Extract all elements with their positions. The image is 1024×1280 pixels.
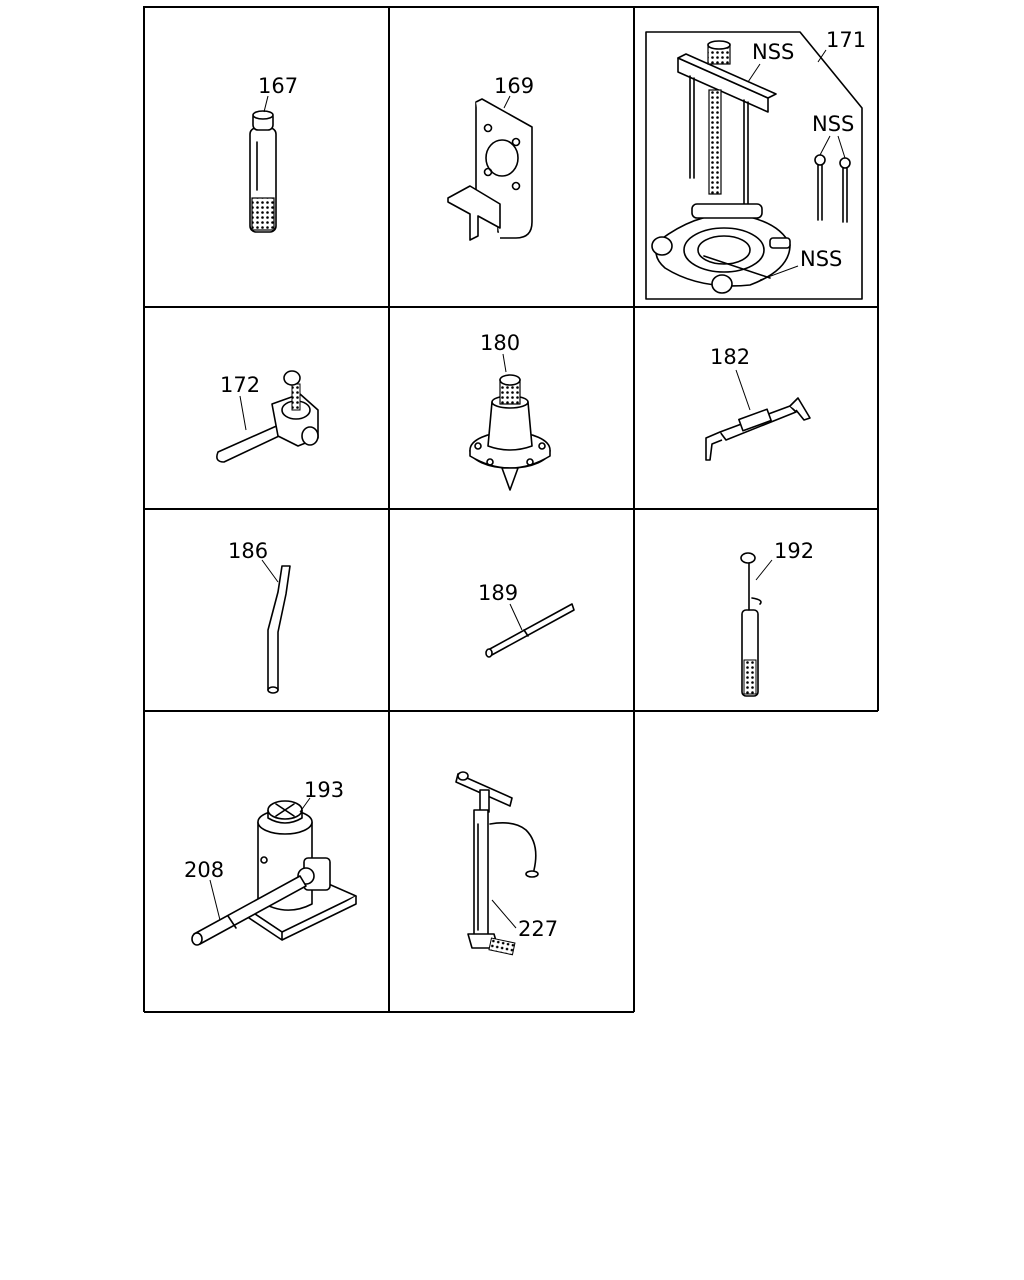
cell-167: 167 — [249, 74, 298, 233]
cell-180: 180 — [469, 331, 551, 491]
part-193-jack — [245, 800, 357, 941]
callout-192: 192 — [774, 539, 814, 563]
part-171-puller-bar — [677, 40, 777, 209]
part-189-rod — [485, 603, 575, 658]
cell-193-208: 193 208 — [184, 778, 357, 946]
part-182-plate — [705, 397, 811, 461]
leader-186 — [261, 559, 279, 583]
part-171-bolts — [814, 135, 851, 223]
part-186-bent-tool — [267, 565, 291, 694]
cell-172: 172 — [216, 370, 319, 463]
callout-171-nss-c: NSS — [800, 247, 842, 271]
part-167-driver — [249, 110, 277, 233]
cell-186: 186 — [228, 539, 291, 694]
callout-169: 169 — [494, 74, 534, 98]
leader-171-nss-a — [747, 63, 761, 83]
leader-171-nss-c — [759, 265, 799, 281]
callout-186: 186 — [228, 539, 268, 563]
cell-192: 192 — [740, 539, 814, 697]
parts-grid — [143, 6, 879, 1013]
part-169-bracket — [447, 98, 533, 241]
leader-180 — [502, 353, 507, 373]
leader-208 — [209, 879, 221, 921]
callout-182: 182 — [710, 345, 750, 369]
leader-171 — [817, 49, 827, 63]
cell-189: 189 — [478, 581, 575, 658]
part-172-holder — [216, 370, 319, 463]
leader-227 — [491, 899, 517, 929]
leader-172 — [239, 395, 247, 431]
part-208-jack-handle — [191, 875, 307, 946]
callout-171-nss-b: NSS — [812, 112, 854, 136]
cell-171: 171 NSS NSS NSS — [645, 28, 866, 300]
leader-167 — [263, 95, 269, 113]
part-171-bearing-separator — [651, 203, 791, 294]
cell-227: 227 — [455, 771, 558, 956]
callout-171-nss-a: NSS — [752, 40, 794, 64]
part-192-tool — [740, 552, 762, 697]
callout-208: 208 — [184, 858, 224, 882]
leader-193 — [299, 797, 311, 813]
leader-182 — [735, 369, 751, 411]
cell-182: 182 — [705, 345, 811, 461]
callout-193: 193 — [304, 778, 344, 802]
leader-169 — [503, 95, 511, 109]
leader-189 — [509, 603, 523, 631]
leader-192 — [755, 559, 773, 581]
callout-227: 227 — [518, 917, 558, 941]
callout-189: 189 — [478, 581, 518, 605]
part-180-installer — [469, 374, 551, 491]
callout-172: 172 — [220, 373, 260, 397]
part-227-pump — [455, 771, 539, 956]
callout-180: 180 — [480, 331, 520, 355]
kit-frame-171 — [645, 31, 863, 300]
callout-167: 167 — [258, 74, 298, 98]
cell-169: 169 — [447, 74, 534, 241]
callout-171: 171 — [826, 28, 866, 52]
